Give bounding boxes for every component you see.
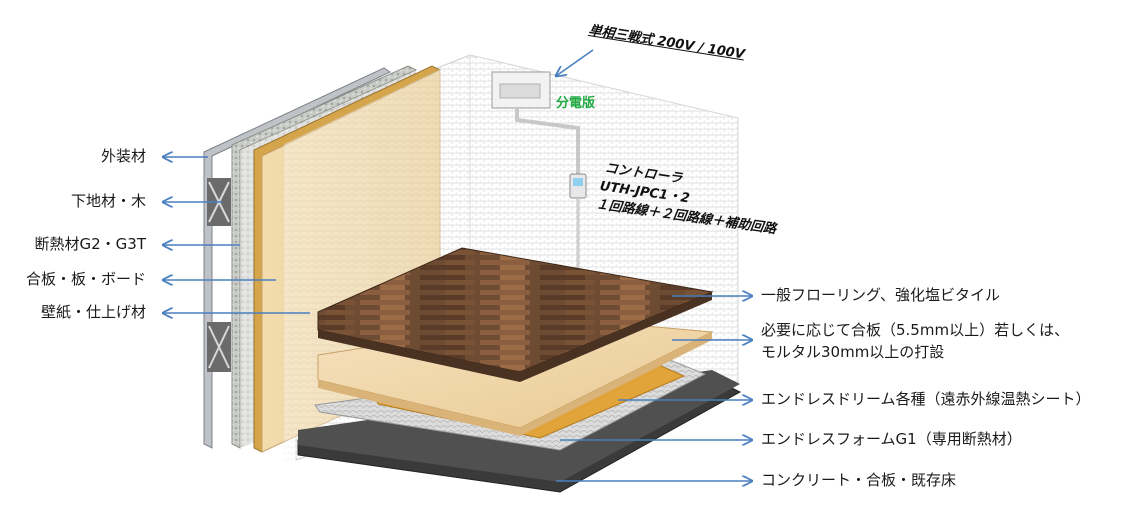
distribution-panel-label: 分電版 bbox=[556, 96, 596, 111]
label-insulation: 断熱材G2・G3T bbox=[34, 235, 147, 253]
label-plywood-line1: 必要に応じて合板（5.5mm以上）若しくは、 bbox=[761, 321, 1070, 339]
exterior-cladding-layer bbox=[203, 67, 392, 449]
label-board: 合板・板・ボード bbox=[25, 270, 146, 288]
arrow-header bbox=[556, 49, 594, 76]
plywood-edge bbox=[318, 332, 712, 436]
label-foam: エンドレスフォームG1（専用断熱材） bbox=[761, 430, 1022, 448]
label-flooring: 一般フローリング、強化塩ビタイル bbox=[761, 286, 1000, 304]
label-exterior-material: 外装材 bbox=[100, 147, 146, 165]
label-wallpaper: 壁紙・仕上げ材 bbox=[40, 303, 146, 321]
controller-screen bbox=[573, 178, 583, 186]
label-substrate-wood: 下地材・木 bbox=[70, 192, 146, 210]
label-plywood-line2: モルタル30mm以上の打設 bbox=[761, 343, 945, 361]
label-concrete: コンクリート・合板・既存床 bbox=[761, 471, 957, 489]
label-heating-sheet: エンドレスドリーム各種（遠赤外線温熱シート） bbox=[761, 390, 1091, 408]
breaker-row bbox=[499, 83, 541, 99]
furring-cross-lower bbox=[208, 325, 230, 369]
panel-conduit bbox=[515, 108, 580, 175]
